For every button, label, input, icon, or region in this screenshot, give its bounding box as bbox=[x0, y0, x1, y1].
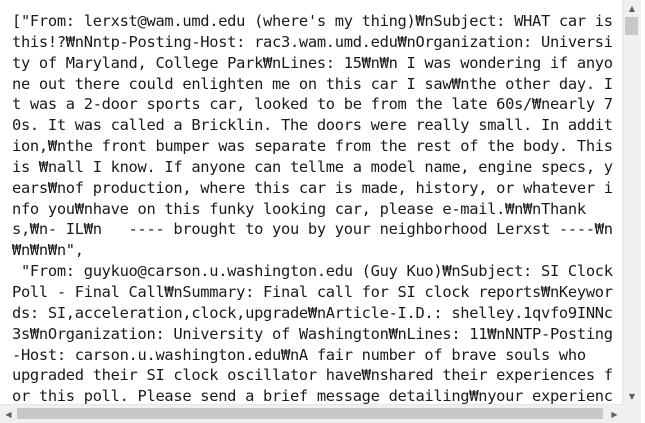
text-line: 0s. It was called a Bricklin. The doors … bbox=[12, 116, 613, 135]
text-line: ty of Maryland, College Park₩nLines: 15₩… bbox=[12, 53, 613, 72]
text-line: -Host: carson.u.washington.edu₩nA fair n… bbox=[12, 345, 586, 364]
text-content: ["From: lerxst@wam.umd.edu (where's my t… bbox=[12, 12, 613, 405]
text-line: nfo you₩nhave on this funky looking car,… bbox=[12, 199, 586, 218]
scroll-left-arrow-icon[interactable]: ◀ bbox=[5, 409, 12, 419]
horizontal-scrollbar[interactable]: ◀ ▶ bbox=[0, 404, 623, 423]
text-line: ["From: lerxst@wam.umd.edu (where's my t… bbox=[12, 12, 613, 30]
text-line: t was a 2-door sports car, looked to be … bbox=[12, 95, 613, 114]
text-output-area[interactable]: ["From: lerxst@wam.umd.edu (where's my t… bbox=[0, 0, 623, 405]
text-line: upgraded their SI clock oscillator have₩… bbox=[12, 366, 613, 385]
vertical-scrollbar[interactable]: ▲ ▼ bbox=[622, 0, 641, 405]
vertical-scrollbar-thumb[interactable] bbox=[625, 17, 638, 35]
text-line: ₩n₩n₩n", bbox=[12, 241, 84, 260]
scroll-up-arrow-icon[interactable]: ▲ bbox=[628, 4, 636, 13]
text-line: Poll - Final Call₩nSummary: Final call f… bbox=[12, 282, 613, 301]
scroll-right-arrow-icon[interactable]: ▶ bbox=[611, 409, 618, 419]
horizontal-scrollbar-thumb[interactable] bbox=[17, 408, 603, 419]
text-line: is ₩nall I know. If anyone can tellme a … bbox=[12, 157, 613, 176]
scrollbar-corner bbox=[623, 405, 641, 423]
text-line: "From: guykuo@carson.u.washington.edu (G… bbox=[12, 262, 613, 281]
text-line: ion,₩nthe front bumper was separate from… bbox=[12, 137, 613, 156]
text-line: ne out there could enlighten me on this … bbox=[12, 74, 613, 93]
text-line: this!?₩nNntp-Posting-Host: rac3.wam.umd.… bbox=[12, 32, 613, 51]
text-line: 3s₩nOrganization: University of Washingt… bbox=[12, 324, 613, 343]
scroll-down-arrow-icon[interactable]: ▼ bbox=[628, 392, 636, 401]
text-line: s,₩n- IL₩n ---- brought to you by your n… bbox=[12, 220, 613, 239]
text-line: ears₩nof production, where this car is m… bbox=[12, 178, 613, 197]
text-line: or this poll. Please send a brief messag… bbox=[12, 387, 613, 405]
text-line: ds: SI,acceleration,clock,upgrade₩nArtic… bbox=[12, 303, 613, 322]
